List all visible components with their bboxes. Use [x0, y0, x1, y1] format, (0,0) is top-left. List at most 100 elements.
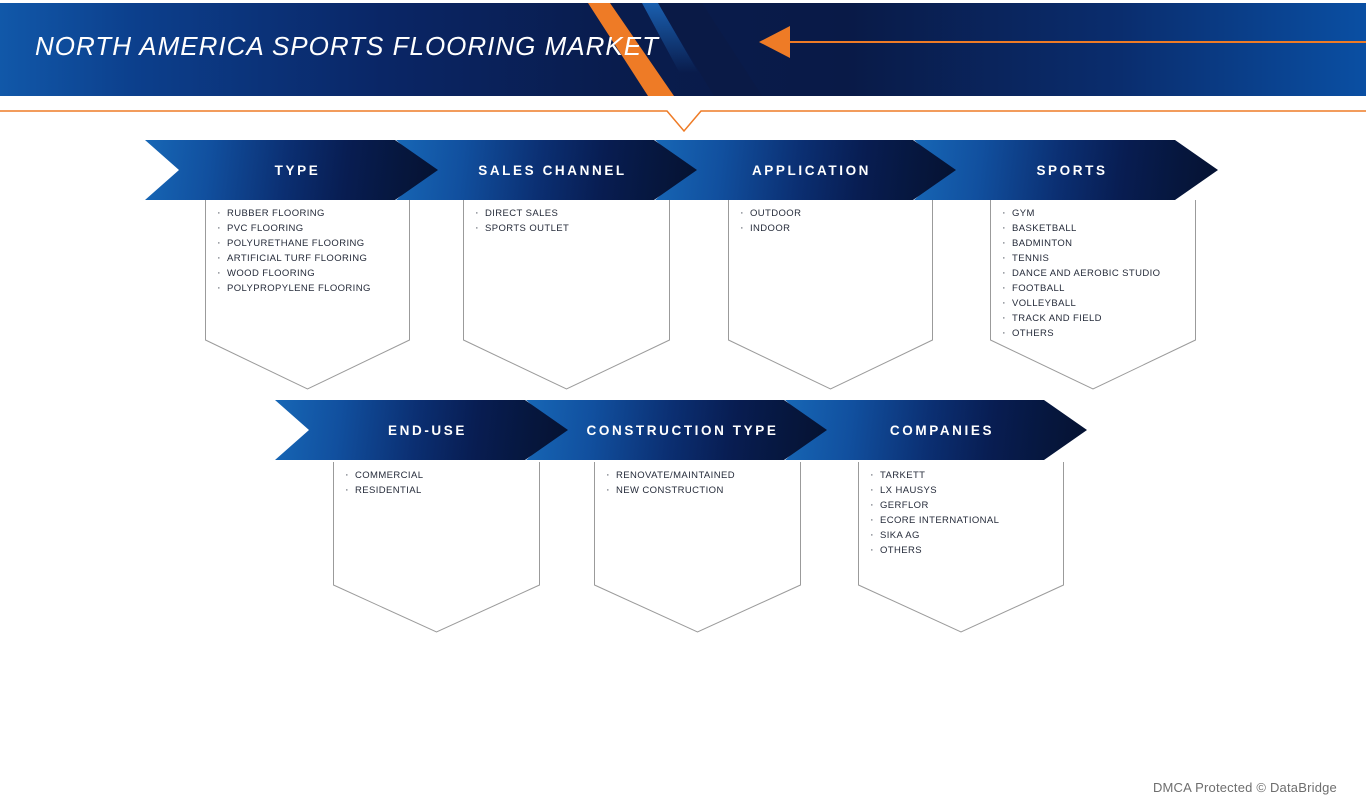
list-item-label: BASKETBALL — [1012, 223, 1077, 234]
bullet-dot-icon: · — [216, 237, 222, 249]
bullet-dot-icon: · — [344, 469, 350, 481]
list-item: ·RESIDENTIAL — [333, 483, 540, 498]
bullet-dot-icon: · — [474, 222, 480, 234]
list-item: · ECORE INTERNATIONAL — [858, 513, 1064, 528]
bullet-dot-icon: · — [869, 544, 875, 556]
segment-arrow-companies: COMPANIES — [785, 400, 1087, 460]
bullet-dot-icon: · — [869, 484, 875, 496]
list-item: · GYM — [990, 206, 1196, 221]
list-item: ·BADMINTON — [990, 236, 1196, 251]
list-item: · INDOOR — [728, 221, 933, 236]
list-item-label: INDOOR — [750, 223, 791, 234]
bullet-dot-icon: · — [1001, 267, 1007, 279]
list-item-label: GERFLOR — [880, 500, 929, 511]
list-item-label: OUTDOOR — [750, 208, 802, 219]
list-item-label: OTHERS — [880, 545, 922, 556]
segment-header-label: END-USE — [388, 422, 467, 438]
list-item: ·DIRECT SALES — [463, 206, 670, 221]
segment-arrow-construction-type: CONSTRUCTION TYPE — [526, 400, 827, 460]
list-item: ·WOOD FLOORING — [205, 266, 410, 281]
list-item: · GERFLOR — [858, 498, 1064, 513]
list-item: · POLYPROPYLENE FLOORING — [205, 281, 410, 296]
segment-panel-construction-type — [594, 462, 801, 633]
list-item: ·POLYURETHANE FLOORING — [205, 236, 410, 251]
list-item-label: TRACK AND FIELD — [1012, 313, 1102, 324]
list-item-label: FOOTBALL — [1012, 283, 1065, 294]
bullet-dot-icon: · — [1001, 252, 1007, 264]
list-item-label: LX HAUSYS — [880, 485, 937, 496]
bullet-dot-icon: · — [1001, 312, 1007, 324]
segment-item-list-construction-type: · RENOVATE/MAINTAINED · NEW CONSTRUCTION — [594, 462, 801, 498]
list-item-label: WOOD FLOORING — [227, 268, 316, 279]
list-item-label: RUBBER FLOORING — [227, 208, 325, 219]
list-item-label: OTHERS — [1012, 328, 1054, 339]
segment-arrow-type: TYPE — [145, 140, 438, 200]
segment-arrow-application: APPLICATION — [655, 140, 956, 200]
segment-header-label: SPORTS — [1036, 162, 1108, 178]
list-item: ·VOLLEYBALL — [990, 296, 1196, 311]
bullet-dot-icon: · — [739, 207, 745, 219]
list-item: · TRACK AND FIELD — [990, 311, 1196, 326]
list-item: · OUTDOOR — [728, 206, 933, 221]
segment-arrow-end-use: END-USE — [275, 400, 568, 460]
list-item-label: RENOVATE/MAINTAINED — [616, 470, 735, 481]
list-item-label: ECORE INTERNATIONAL — [880, 515, 1000, 526]
list-item-label: SIKA AG — [880, 530, 920, 541]
list-item-label: VOLLEYBALL — [1012, 298, 1077, 309]
left-arrow-line — [759, 26, 1366, 58]
list-item-label: DANCE AND AEROBIC STUDIO — [1012, 268, 1161, 279]
segment-item-list-sales-channel: ·DIRECT SALES· SPORTS OUTLET — [463, 200, 670, 236]
list-item: · LX HAUSYS — [858, 483, 1064, 498]
list-item-label: NEW CONSTRUCTION — [616, 485, 724, 496]
bullet-dot-icon: · — [216, 207, 222, 219]
segment-panel-sales-channel — [463, 200, 670, 390]
list-item: · SPORTS OUTLET — [463, 221, 670, 236]
bullet-dot-icon: · — [605, 469, 611, 481]
bullet-dot-icon: · — [216, 282, 222, 294]
list-item-label: RESIDENTIAL — [355, 485, 422, 496]
list-item-label: POLYPROPYLENE FLOORING — [227, 283, 371, 294]
bullet-dot-icon: · — [869, 514, 875, 526]
bullet-dot-icon: · — [1001, 327, 1007, 339]
bullet-dot-icon: · — [1001, 282, 1007, 294]
list-item: · RENOVATE/MAINTAINED — [594, 468, 801, 483]
segment-item-list-companies: · TARKETT · LX HAUSYS · GERFLOR · ECORE INTERNA… — [858, 462, 1064, 558]
list-item: · TARKETT — [858, 468, 1064, 483]
list-item: · OTHERS — [858, 543, 1064, 558]
list-item-label: ARTIFICIAL TURF FLOORING — [227, 253, 368, 264]
list-item-label: SPORTS OUTLET — [485, 223, 570, 234]
segment-item-list-application: · OUTDOOR · INDOOR — [728, 200, 933, 236]
segment-header-label: COMPANIES — [889, 422, 995, 438]
page-title: NORTH AMERICA SPORTS FLOORING MARKET — [35, 30, 659, 61]
list-item: ·SIKA AG — [858, 528, 1064, 543]
bullet-dot-icon: · — [1001, 207, 1007, 219]
list-item: · RUBBER FLOORING — [205, 206, 410, 221]
bullet-dot-icon: · — [474, 207, 480, 219]
list-item-label: TENNIS — [1012, 253, 1050, 264]
segment-item-list-end-use: ·COMMERCIAL·RESIDENTIAL — [333, 462, 540, 498]
title-banner: NORTH AMERICA SPORTS FLOORING MARKET — [0, 3, 1366, 96]
segment-header-label: CONSTRUCTION TYPE — [586, 422, 779, 438]
list-item-label: BADMINTON — [1012, 238, 1073, 249]
bullet-dot-icon: · — [869, 499, 875, 511]
list-item: · FOOTBALL — [990, 281, 1196, 296]
bullet-dot-icon: · — [605, 484, 611, 496]
list-item: · OTHERS — [990, 326, 1196, 341]
list-item-label: GYM — [1012, 208, 1035, 219]
list-item: · TENNIS — [990, 251, 1196, 266]
bullet-dot-icon: · — [739, 222, 745, 234]
bullet-dot-icon: · — [869, 469, 875, 481]
list-item: ·BASKETBALL — [990, 221, 1196, 236]
segment-arrow-sales-channel: SALES CHANNEL — [396, 140, 697, 200]
segment-panel-application — [728, 200, 933, 390]
list-item: ·ARTIFICIAL TURF FLOORING — [205, 251, 410, 266]
segment-panel-type — [205, 200, 410, 390]
segment-item-list-type: ·RUBBER FLOORING·PVC FLOORING·POLYURETHA… — [205, 200, 410, 296]
list-item-label: TARKETT — [880, 470, 926, 481]
segment-item-list-sports: ·GYM·BASKETBALL·BADMINTON·TENNIS·DANCE A… — [990, 200, 1196, 341]
dmca-credit: DMCA Protected © DataBridge — [1152, 780, 1337, 795]
segment-panel-sports — [990, 200, 1196, 390]
segment-header-label: TYPE — [274, 162, 321, 178]
segment-panel-companies — [858, 462, 1064, 633]
